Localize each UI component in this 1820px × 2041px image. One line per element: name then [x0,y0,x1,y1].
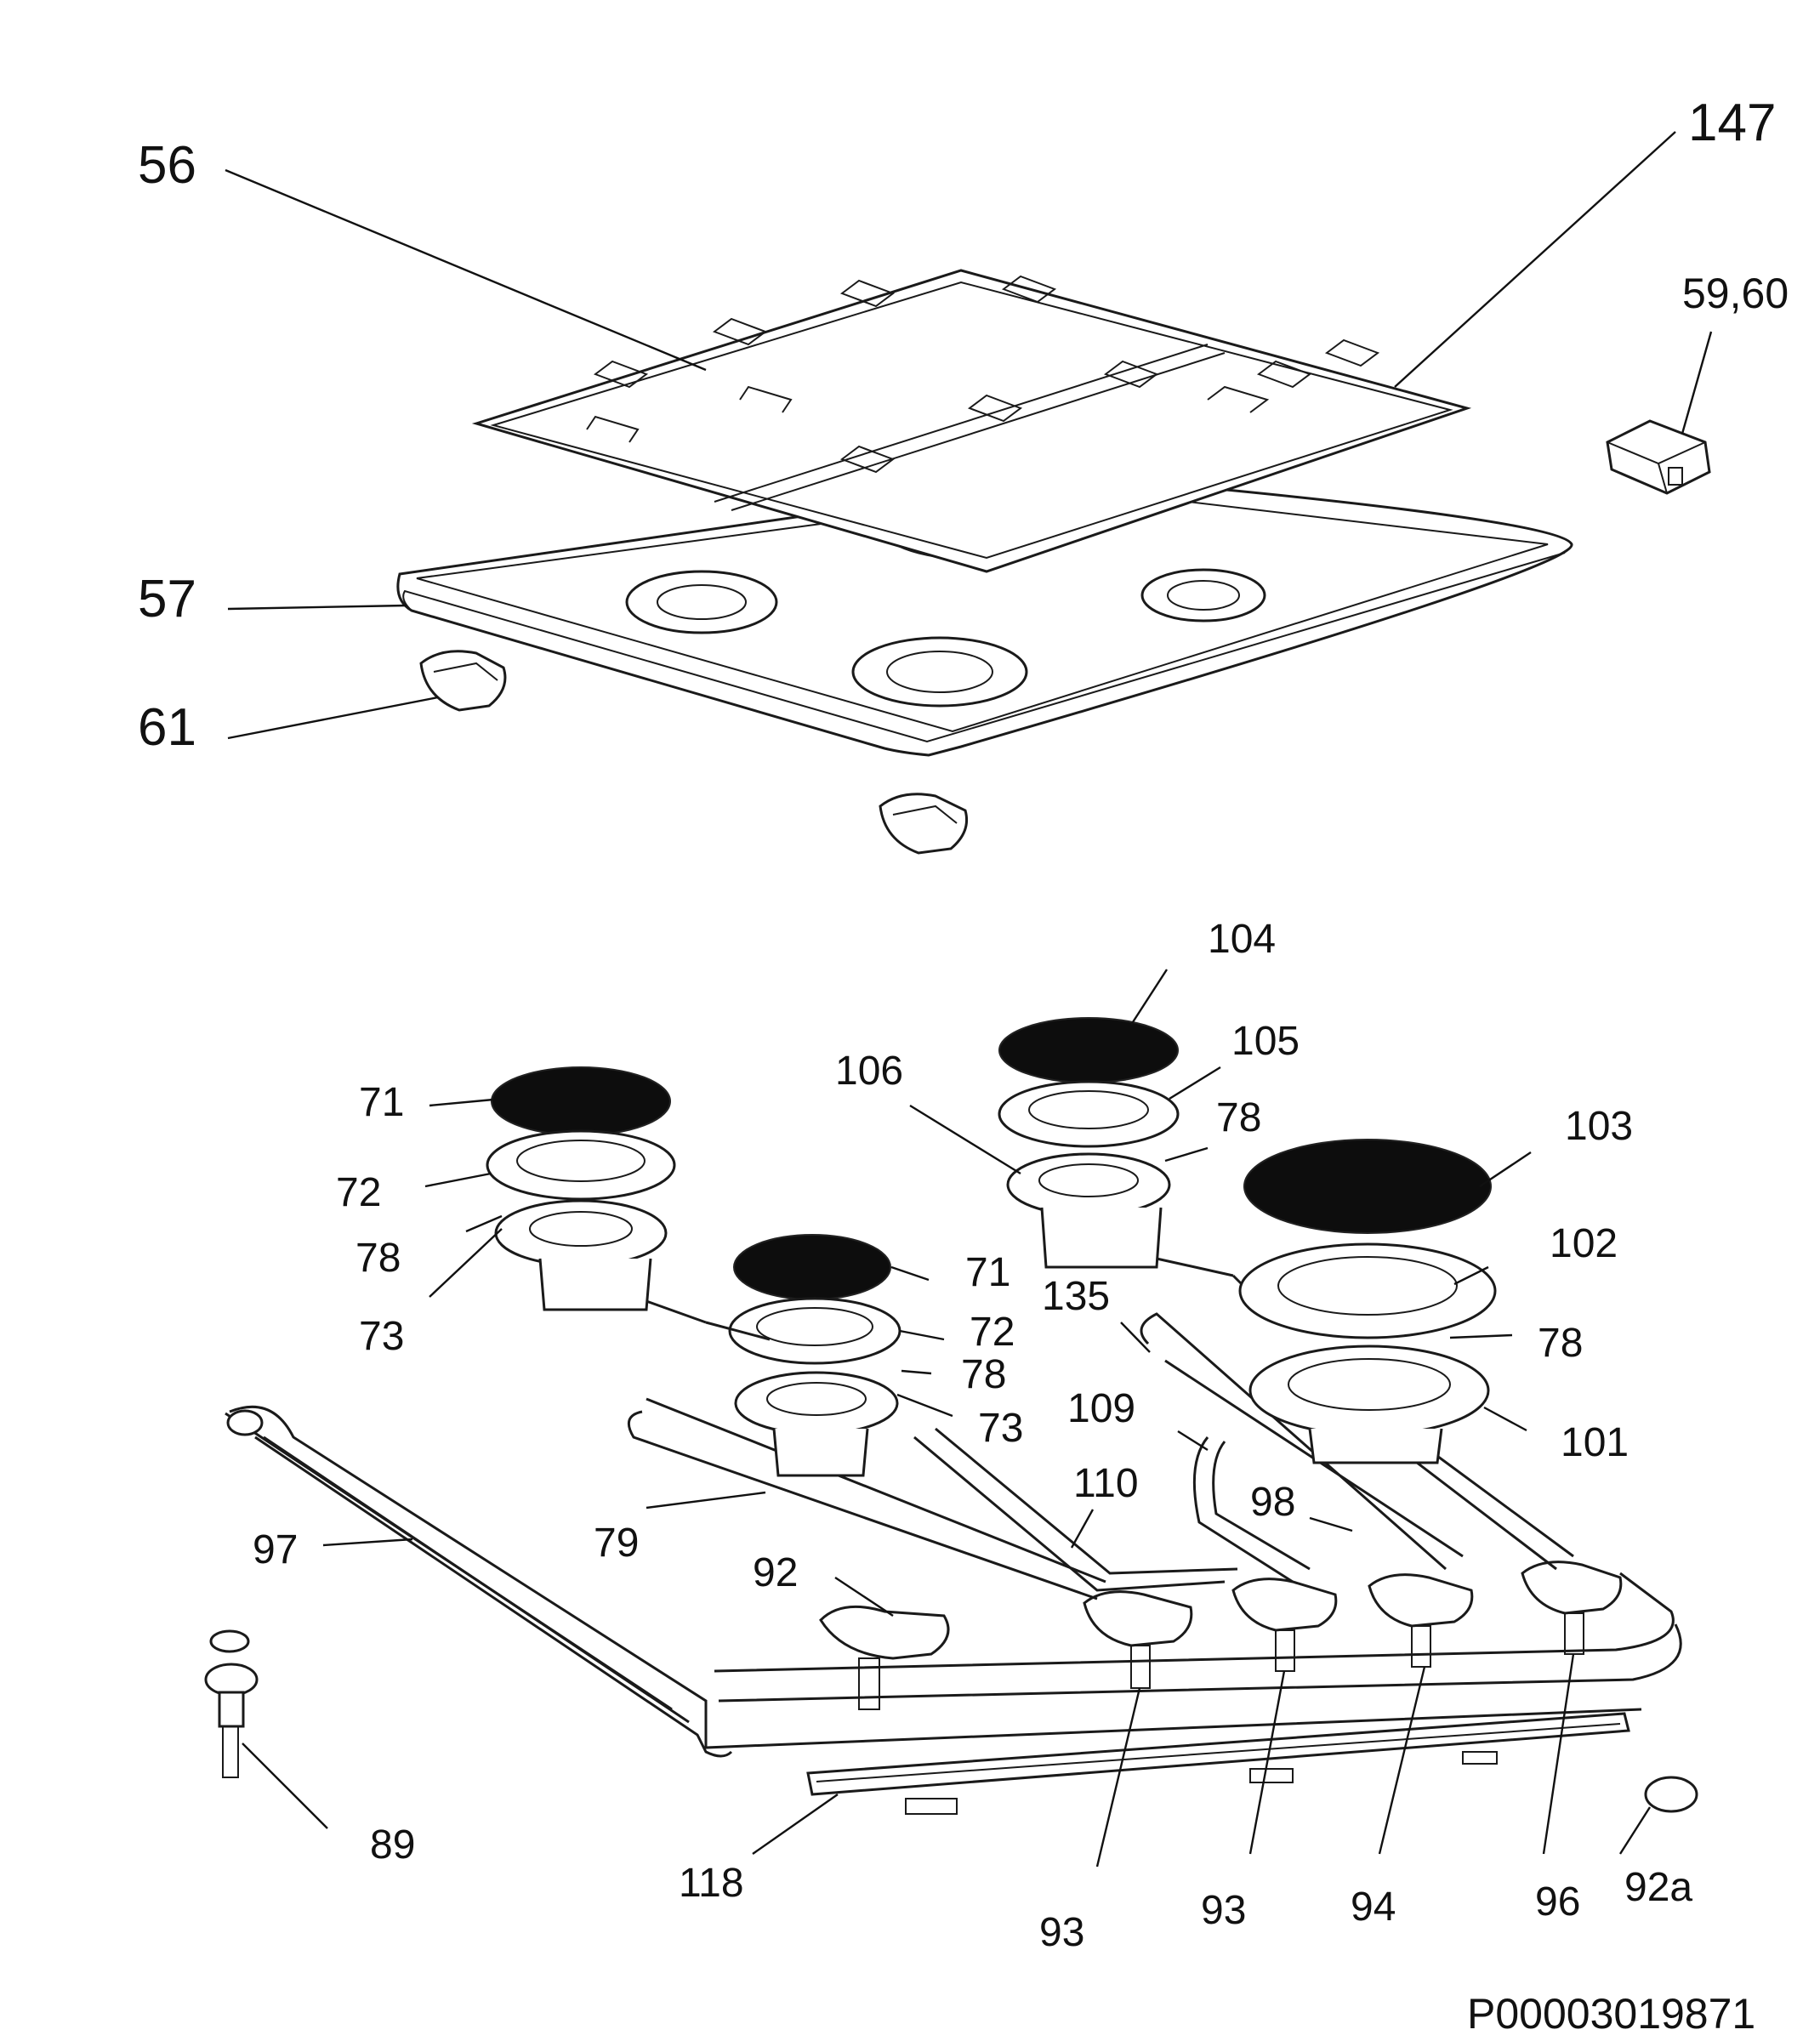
label-71-a: 71 [359,1080,404,1125]
pan-support-grid [471,269,1472,573]
burner-cap-103 [1243,1139,1492,1234]
burner-cap-71-b [733,1234,891,1300]
label-96: 96 [1535,1879,1580,1924]
burner-body-106 [1006,1152,1171,1217]
plate-burner-hole-front [851,636,1028,708]
injector-pipe-110 [913,1436,1226,1592]
label-61: 61 [138,698,196,757]
injector-pipe-79 [627,1410,1098,1600]
hob-top-plate [396,475,1573,757]
label-72-a: 72 [336,1170,381,1215]
burner-4 [1231,1139,1497,1464]
label-93-a: 93 [1039,1910,1084,1955]
bottom-leader-lines [242,969,1652,1868]
label-78-b: 78 [355,1236,401,1281]
part-labels: 56 147 59,60 57 61 104 105 106 78 103 71… [138,94,1789,1955]
label-79: 79 [594,1521,639,1566]
gas-valve-92 [819,1605,950,1710]
label-78-d: 78 [1538,1321,1583,1366]
burner-2 [705,1234,901,1477]
label-59-60: 59,60 [1682,270,1789,317]
label-57: 57 [138,570,196,628]
label-89: 89 [370,1822,415,1868]
burner-cap-104 [998,1017,1179,1083]
seal-ring [1644,1776,1698,1813]
label-104: 104 [1208,917,1276,962]
burner-body-73-b [734,1371,899,1436]
label-147: 147 [1688,94,1776,152]
label-94: 94 [1351,1885,1396,1930]
label-98: 98 [1250,1480,1295,1525]
label-72-b: 72 [970,1310,1015,1355]
control-switch-part [1606,419,1711,495]
gas-valve-93b [1231,1578,1338,1672]
label-73-a: 73 [359,1314,404,1359]
gas-valve-94 [1368,1573,1474,1668]
label-103: 103 [1565,1104,1633,1149]
label-97: 97 [253,1527,298,1572]
label-93-b: 93 [1201,1888,1246,1933]
burner-1 [486,1066,707,1324]
burner-assembly [204,1017,1698,1815]
label-78-a: 78 [1216,1095,1261,1140]
injector-pipe-109 [1192,1436,1294,1583]
label-110: 110 [1073,1461,1139,1506]
control-panel-rail [806,1712,1630,1815]
label-78-c: 78 [961,1352,1006,1397]
label-135: 135 [1042,1274,1110,1319]
injector-pipe-98 [1140,1312,1447,1571]
burner-body-73-a [494,1199,668,1267]
gas-valve-93a [1083,1590,1193,1689]
plate-burner-hole-right [1140,568,1266,623]
burner-crown-102 [1238,1242,1497,1339]
reference-code: P00003019871 [1467,1990,1755,2038]
inlet-fitting [204,1629,259,1778]
gas-valve-96 [1521,1561,1623,1655]
label-71-b: 71 [965,1250,1010,1295]
hob-top-assembly [396,269,1711,855]
label-92a: 92a [1624,1865,1692,1910]
burner-3 [998,1017,1234,1277]
label-105: 105 [1231,1019,1300,1064]
label-92: 92 [753,1550,798,1595]
label-101: 101 [1561,1420,1629,1465]
gas-inlet-pipe [225,1409,690,1724]
label-73-b: 73 [978,1406,1023,1451]
rubber-foot-left [419,650,507,712]
burner-crown-72-a [486,1129,676,1201]
top-leader-lines [225,131,1713,740]
plate-burner-hole-left [625,570,778,634]
label-106: 106 [835,1049,903,1094]
label-56: 56 [138,136,196,195]
label-109: 109 [1067,1386,1135,1431]
label-102: 102 [1550,1221,1618,1266]
label-118: 118 [679,1861,744,1906]
rubber-foot-front [879,793,969,855]
burner-cap-71-a [491,1066,671,1136]
